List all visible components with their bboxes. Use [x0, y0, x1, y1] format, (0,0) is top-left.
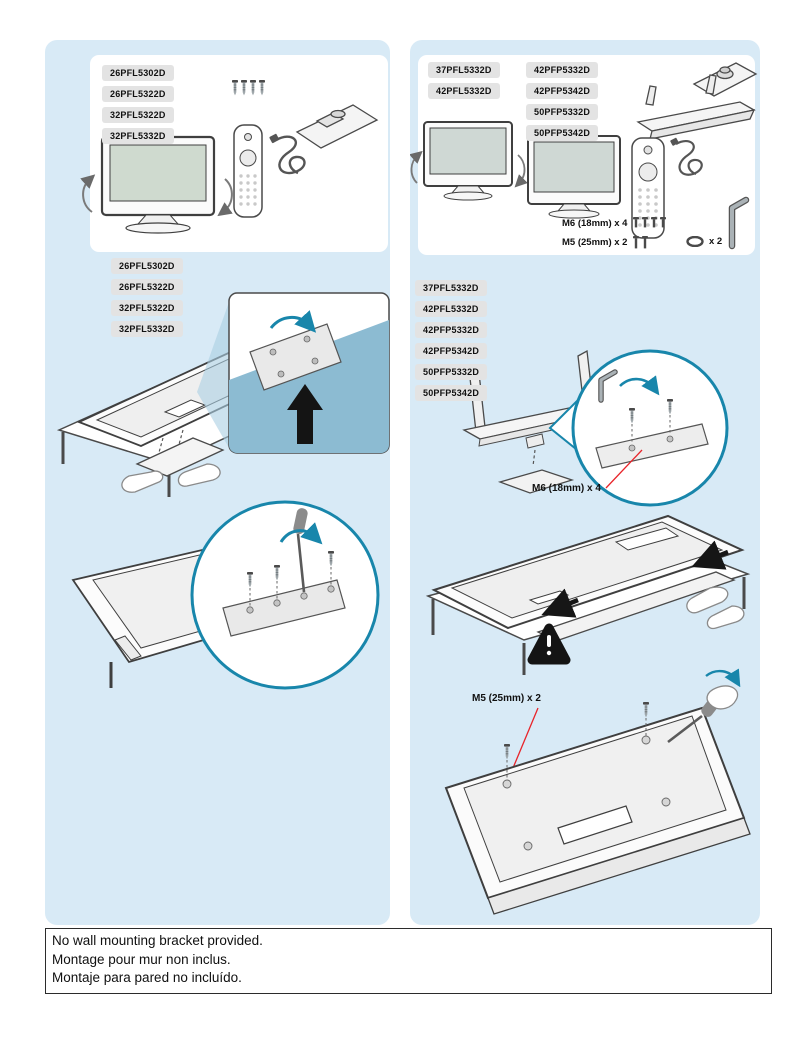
kit-tv-icon: [80, 135, 233, 234]
insert-arrow-icon: [691, 540, 729, 570]
footer-line-en: No wall mounting bracket provided.: [52, 933, 263, 948]
right-panel: 37PFL5332D 42PFL5332D 42PFP5332D 42PFP53…: [410, 40, 760, 925]
model-badge: 42PFP5342D: [526, 83, 599, 99]
model-badge: 26PFL5302D: [102, 65, 174, 81]
model-badge: 32PFL5332D: [111, 321, 183, 337]
rotate-arrow-icon: [269, 310, 317, 333]
model-badge: 50PFP5332D: [526, 104, 599, 120]
right-illustrations: [410, 62, 758, 915]
kit-screws-icon: [231, 79, 266, 96]
left-illustrations: [56, 79, 390, 690]
assembly-screw-label: M6 (18mm) x 4: [532, 483, 601, 494]
left-step-model-list: 26PFL5302D 26PFL5322D 32PFL5322D 32PFL53…: [111, 258, 183, 337]
washer-icon: [686, 236, 704, 247]
zoom-circle: [571, 349, 729, 507]
footer-note: No wall mounting bracket provided. Monta…: [45, 928, 772, 994]
m5-screws-icon: [633, 236, 649, 249]
hands-icon: [686, 586, 745, 630]
model-badge: 26PFL5302D: [111, 258, 183, 274]
leader-line: [605, 449, 643, 489]
kit2-stand-base-icon: [692, 62, 758, 97]
model-badge: 32PFL5322D: [102, 107, 174, 123]
model-badge: 42PFP5332D: [526, 62, 599, 78]
hands-icon: [121, 463, 221, 493]
rotate-arrow-icon: [217, 178, 233, 217]
model-badge: 42PFL5332D: [428, 83, 500, 99]
footer-line-fr: Montage pour mur non inclus.: [52, 951, 231, 967]
kit-washer-qty: x 2: [709, 236, 723, 247]
rotate-arrow-icon: [619, 375, 660, 396]
warning-icon: [527, 623, 571, 665]
model-badge: 42PFL5332D: [415, 301, 487, 317]
kit-m5-label: M5 (25mm) x 2: [562, 237, 628, 248]
allen-key-icon: [598, 369, 618, 403]
step1-stand-assembly-illustration: [462, 349, 729, 507]
kit-m6-label: M6 (18mm) x 4: [562, 218, 628, 229]
kit-remote-icon: [233, 124, 263, 218]
kit2-tv1-icon: [410, 121, 528, 201]
rotate-arrow-icon: [705, 668, 741, 688]
model-badge: 26PFL5322D: [111, 279, 183, 295]
model-badge: 50PFP5342D: [415, 385, 488, 401]
step3-tv-back-illustration: [444, 668, 751, 915]
rotate-arrow-icon: [410, 150, 423, 184]
model-badge: 42PFP5342D: [415, 343, 488, 359]
model-badge: 42PFP5332D: [415, 322, 488, 338]
model-badge: 32PFL5322D: [111, 300, 183, 316]
kit2-stand-bar-icon: [636, 74, 756, 140]
right-kit-model-list-2: 42PFP5332D 42PFP5342D 50PFP5332D 50PFP53…: [526, 62, 599, 141]
left-panel: 26PFL5302D 26PFL5322D 32PFL5322D 32PFL53…: [45, 40, 390, 925]
footer-line-es: Montaje para pared no incluído.: [52, 970, 242, 986]
kit-washer-row: x 2: [686, 236, 722, 247]
left-kit-model-list: 26PFL5302D 26PFL5322D 32PFL5322D 32PFL53…: [102, 65, 174, 144]
right-kit-model-list-1: 37PFL5332D 42PFL5332D: [428, 62, 500, 99]
kit2-allen-key-icon: [728, 196, 750, 250]
step2-screw-base-illustration: [71, 500, 380, 690]
m6-screws-icon: [633, 217, 667, 228]
up-arrow-icon: [287, 384, 323, 444]
kit-stand-base-icon: [295, 104, 379, 149]
hand-icon: [706, 685, 739, 710]
kit-m5-row: M5 (25mm) x 2: [562, 235, 650, 250]
back-screw-label: M5 (25mm) x 2: [472, 693, 541, 704]
zoom-inset-box: [228, 292, 390, 454]
step2-tv-facedown-illustration: [425, 514, 751, 675]
step1-attach-base-illustration: [56, 292, 390, 497]
rotate-arrow-icon: [80, 174, 96, 213]
model-badge: 37PFL5332D: [415, 280, 487, 296]
rotate-arrow-icon: [514, 154, 528, 188]
model-badge: 50PFP5342D: [526, 125, 599, 141]
kit2-tv2-icon: [527, 135, 621, 219]
model-badge: 26PFL5322D: [102, 86, 174, 102]
kit2-cable-icon: [670, 137, 703, 176]
model-badge: 37PFL5332D: [428, 62, 500, 78]
kit-cable-icon: [269, 133, 306, 175]
right-step-model-list: 37PFL5332D 42PFL5332D 42PFP5332D 42PFP53…: [415, 280, 488, 401]
model-badge: 32PFL5332D: [102, 128, 174, 144]
model-badge: 50PFP5332D: [415, 364, 488, 380]
insert-arrow-icon: [541, 588, 579, 618]
rotate-arrow-icon: [279, 522, 323, 545]
kit-m6-row: M6 (18mm) x 4: [562, 216, 668, 231]
